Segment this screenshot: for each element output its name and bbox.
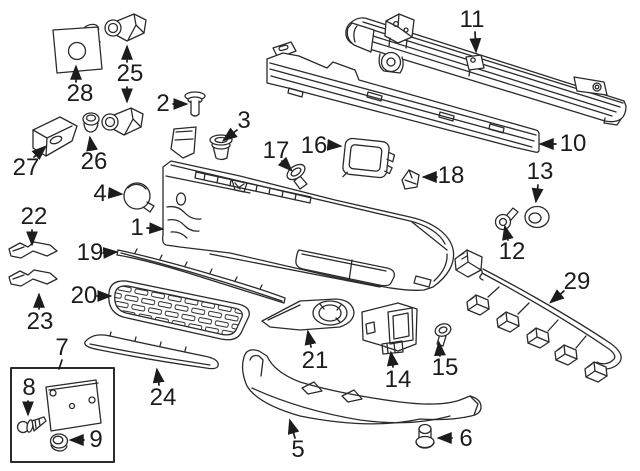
- callout-arrow-24: [152, 367, 165, 386]
- part-screw-2: [184, 91, 206, 117]
- callout-arrow-1: [146, 222, 165, 235]
- callout-17: 17: [262, 137, 290, 164]
- callout-11: 11: [459, 6, 485, 33]
- callout-arrow-14: [386, 350, 399, 368]
- callout-27: 27: [12, 154, 40, 181]
- part-screw-12: [494, 207, 519, 231]
- part-impact-bar: [345, 13, 627, 126]
- callout-arrow-27: [31, 145, 47, 160]
- part-bumper-cover: [161, 126, 455, 291]
- part-fog-bezel-21: [261, 298, 355, 331]
- callout-29: 29: [563, 268, 591, 295]
- part-grommet-13: [524, 205, 550, 229]
- callout-12: 12: [498, 238, 526, 265]
- callout-2: 2: [156, 90, 170, 117]
- part-tow-hook-cap-4: [123, 182, 155, 213]
- callout-21: 21: [301, 347, 329, 374]
- part-nut-9: [49, 433, 69, 452]
- part-license-bracket-16: [342, 137, 396, 179]
- part-trim-strip-22: [8, 241, 58, 259]
- part-rivet-17: [286, 163, 308, 190]
- callout-arrow-26: [86, 135, 98, 152]
- part-bolt-15: [434, 323, 452, 347]
- callout-8: 8: [22, 374, 36, 401]
- callout-25: 25: [116, 60, 144, 87]
- callout-arrow-15: [434, 340, 446, 357]
- callout-arrow-12: [502, 224, 514, 241]
- callout-arrow-17: [277, 156, 293, 172]
- callout-15: 15: [431, 354, 459, 381]
- callout-arrow-19: [102, 247, 119, 259]
- callout-arrow-29: [549, 289, 565, 304]
- callout-16: 16: [300, 132, 328, 159]
- callout-22: 22: [20, 203, 48, 230]
- callout-arrow-13: [531, 184, 544, 204]
- part-sensor-harness: [454, 249, 622, 383]
- part-park-sensor-25b: [101, 107, 144, 136]
- part-lower-valance: [241, 349, 482, 425]
- callout-26: 26: [80, 148, 108, 175]
- part-lower-strip-24: [84, 331, 219, 370]
- callout-arrow-11: [469, 31, 482, 54]
- callout-20: 20: [70, 282, 98, 309]
- callout-9: 9: [89, 426, 103, 453]
- part-screw-8: [16, 416, 47, 434]
- callout-6: 6: [459, 425, 473, 452]
- callout-3: 3: [237, 107, 251, 134]
- part-sensor-bracket-27: [32, 116, 78, 157]
- callout-5: 5: [291, 436, 305, 463]
- callout-18: 18: [437, 162, 465, 189]
- callout-24: 24: [149, 384, 177, 411]
- callout-19: 19: [76, 239, 104, 266]
- part-bolt-6: [415, 423, 435, 449]
- part-upper-molding-19: [116, 248, 286, 304]
- callout-arrow-4: [107, 187, 124, 199]
- part-bracket-clip-11: [465, 54, 485, 77]
- callout-23: 23: [26, 308, 54, 335]
- part-park-sensor-25a: [104, 13, 147, 42]
- part-clip-3: [209, 134, 233, 161]
- callout-leader-7: [58, 359, 63, 370]
- callout-28: 28: [66, 80, 94, 107]
- callout-arrow-16: [326, 139, 343, 151]
- part-center-grille-20: [108, 280, 250, 341]
- part-clip-18: [401, 169, 420, 190]
- callout-10: 10: [559, 130, 587, 157]
- callout-arrow-5: [287, 418, 300, 439]
- callout-arrow-3: [221, 127, 238, 142]
- part-trim-strip-23: [8, 269, 58, 287]
- callout-13: 13: [526, 158, 554, 185]
- part-fog-bracket-14: [361, 302, 418, 355]
- part-sensor-mount-plate-28: [52, 23, 103, 74]
- callout-7: 7: [55, 334, 69, 361]
- part-energy-absorber: [266, 41, 540, 153]
- callout-4: 4: [93, 180, 107, 207]
- callout-arrows: [22, 31, 565, 446]
- callout-14: 14: [384, 366, 412, 393]
- callout-arrow-21: [304, 329, 317, 348]
- callout-1: 1: [130, 214, 144, 241]
- part-grommet-26: [82, 112, 100, 133]
